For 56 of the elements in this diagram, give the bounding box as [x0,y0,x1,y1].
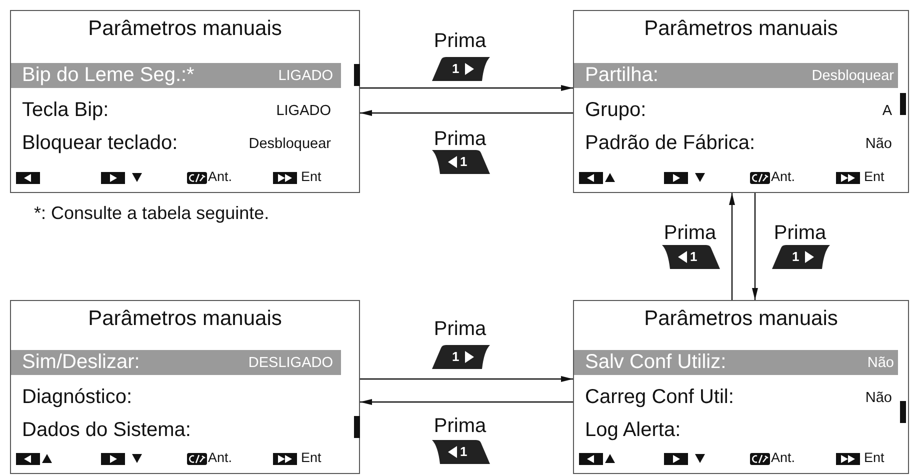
arrow [360,85,573,91]
arrow [360,376,573,382]
screen-title: Parâmetros manuais [87,17,283,41]
arrow [360,399,573,405]
menu-item: Diagnóstico: [22,386,132,409]
softkey-label: Ent [301,450,322,465]
screen-title: Parâmetros manuais [643,307,839,331]
menu-item: Dados do Sistema: [22,419,191,442]
display-screen [573,300,909,474]
key-number: 1 [460,444,468,459]
menu-item: Padrão de Fábrica: [585,132,756,155]
menu-value: Desbloquear [812,68,894,84]
menu-value: Não [865,390,892,406]
menu-item: Bloquear teclado: [22,132,178,155]
menu-value: DESLIGADO [248,354,333,370]
menu-item: Salv Conf Utiliz: [585,351,726,374]
key-number: 1 [690,249,698,264]
softkey-label: Ent [864,450,884,465]
menu-value: LIGADO [278,68,333,84]
softkey-label: Ant. [208,169,232,184]
softkey-label: Ant. [771,450,796,465]
menu-item: Log Alerta: [585,419,681,442]
edge-label: Prima [434,318,486,341]
key-number: 1 [792,249,800,264]
edge-label: Prima [434,30,486,53]
arrow [729,193,735,300]
edge-label: Prima [664,222,716,245]
screen-title: Parâmetros manuais [87,307,283,331]
softkey-label: Ant. [208,450,232,465]
softkey-label: Ent [301,169,322,184]
menu-value: Desbloquear [248,136,331,152]
arrow [752,193,758,300]
edge-label: Prima [434,128,486,151]
display-screen [10,10,360,193]
key-number: 1 [452,61,460,76]
display-screen [573,10,909,193]
menu-item: Tecla Bip: [22,99,109,122]
key-number: 1 [452,349,460,364]
menu-item: Grupo: [585,99,646,122]
edge-label: Prima [774,222,826,245]
edge-label: Prima [434,415,486,438]
menu-value: LIGADO [276,102,331,118]
arrow [360,110,573,116]
footnote: *: Consulte a tabela seguinte. [34,203,270,224]
menu-value: Não [865,136,892,152]
key-number: 1 [460,154,468,169]
menu-item: Partilha: [585,64,658,87]
menu-item: Carreg Conf Util: [585,386,734,409]
softkey-label: Ent [864,169,884,184]
display-screen [10,300,360,474]
menu-item: Bip do Leme Seg.:* [22,64,194,87]
menu-item: Sim/Deslizar: [22,351,140,374]
screen-title: Parâmetros manuais [643,17,839,41]
menu-value: A [882,102,892,118]
softkey-label: Ant. [771,169,796,184]
menu-value: Não [867,354,894,370]
